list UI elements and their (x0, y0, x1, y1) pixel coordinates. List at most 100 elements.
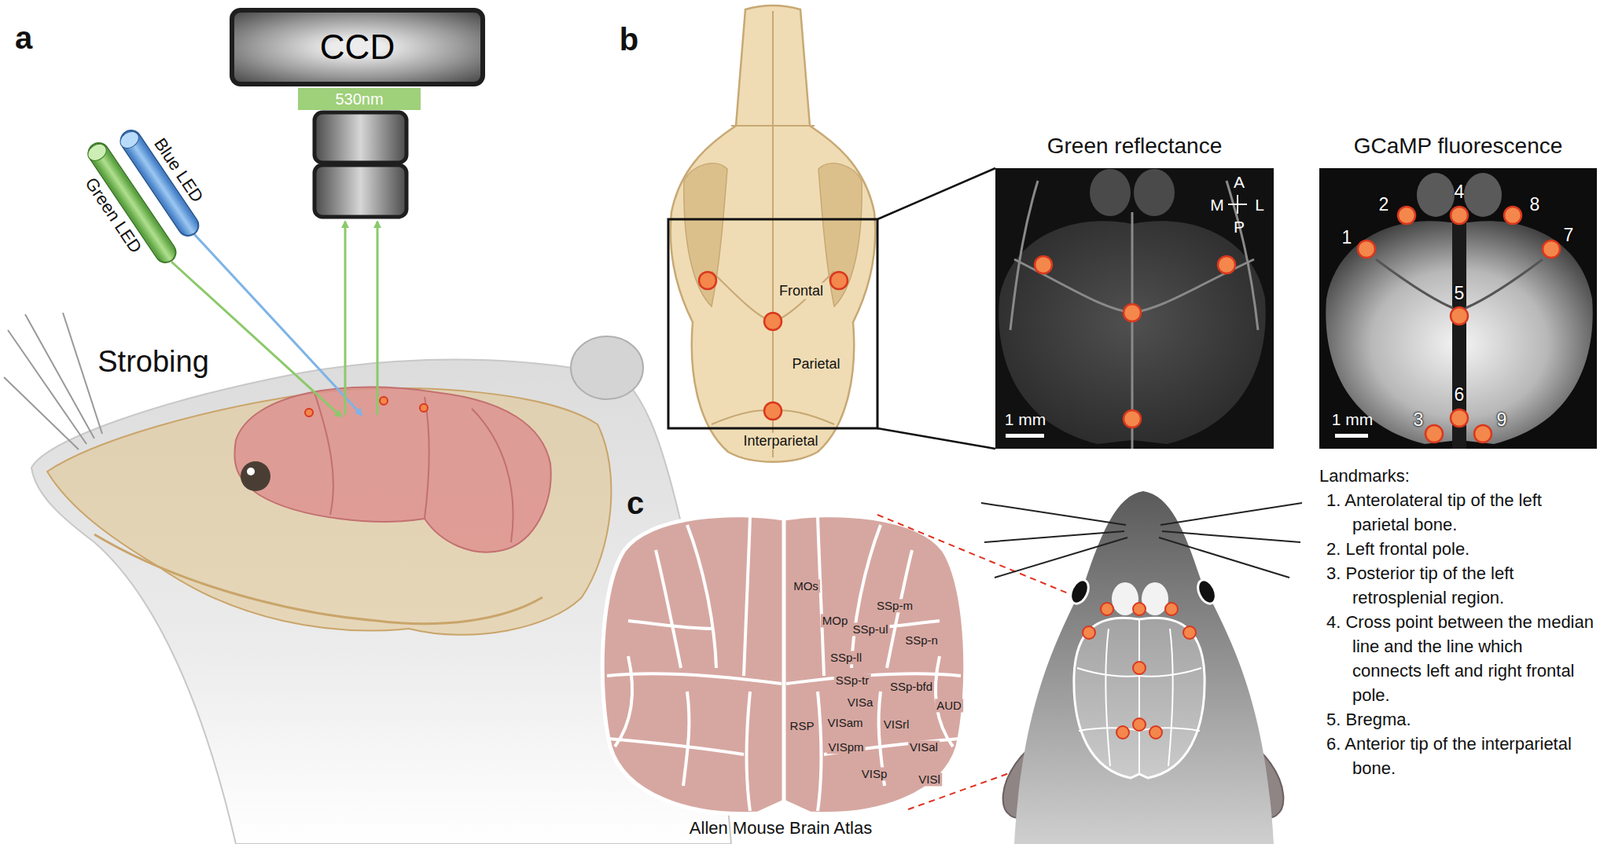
compass-letter: P (1233, 217, 1245, 237)
led-face (84, 139, 111, 165)
atlas-outline (602, 515, 966, 815)
box-label: 530nm (334, 90, 383, 109)
vessel (1375, 259, 1543, 309)
region-label: VISp (860, 767, 890, 781)
landmark-dot (1132, 603, 1146, 616)
skull-top-view (668, 5, 996, 463)
callout-number: 8 (1530, 194, 1541, 215)
region-label: SSp-ll (828, 651, 864, 665)
landmark-dot (1357, 240, 1376, 258)
landmark-dot (1217, 256, 1236, 274)
landmark-dot (1165, 603, 1178, 616)
image-ground (1319, 168, 1597, 449)
region-label: VISal (908, 740, 940, 755)
landmark-dot (764, 312, 782, 331)
list-item: 2. Left frontal pole. (1319, 537, 1597, 562)
skull-outline (670, 5, 876, 463)
brain-borders (1077, 619, 1202, 775)
orbit (684, 163, 728, 307)
compass-letter: A (1233, 172, 1245, 192)
olfactory-bulb (1089, 169, 1131, 217)
landmark-dot (1504, 206, 1522, 225)
callout-number: 7 (1563, 224, 1575, 246)
landmark-dot (1123, 304, 1141, 322)
landmark-dot (830, 272, 848, 290)
scale-bar (1005, 434, 1045, 438)
callout-number: 6 (1454, 384, 1465, 405)
mouse-eye (1066, 577, 1093, 607)
zoom-line (877, 428, 996, 449)
atlas-caption: Allen Mouse Brain Atlas (689, 818, 872, 839)
region-label: VISpm (826, 740, 865, 755)
caption-label: Strobing (97, 345, 210, 380)
light-ray (344, 221, 347, 416)
landmark-dot (698, 272, 717, 290)
lens (314, 112, 407, 163)
callout-number: 2 (1379, 194, 1390, 215)
atlas-borders (786, 516, 961, 812)
list-item: 1. Anterolateral tip of the left parieta… (1319, 488, 1597, 538)
led-label: Green LED (80, 173, 146, 258)
landmark-dot (1116, 726, 1130, 740)
landmark-dot (1100, 603, 1114, 616)
olfactory-bulb (1416, 172, 1455, 218)
region-border (817, 516, 824, 677)
callout-number: 9 (1497, 409, 1508, 431)
landmark-dot (1450, 307, 1468, 325)
list-item: 6. Anterior tip of the interparietal bon… (1319, 731, 1597, 781)
landmark-dot (1183, 626, 1196, 640)
landmark-dot (1132, 718, 1146, 732)
landmark-dot (1132, 662, 1146, 675)
scale-label: 1 mm (1331, 410, 1374, 430)
callout-number: 4 (1454, 181, 1465, 203)
compass-cross (1228, 194, 1247, 214)
landmark-dot (1082, 626, 1096, 640)
landmark-dot (1034, 256, 1052, 274)
image-panel: Green reflectance (995, 168, 1274, 449)
landmark-dot (1149, 726, 1163, 740)
led-face (116, 127, 143, 152)
region-label: SSp-bfd (888, 680, 935, 694)
brain-outline (1074, 617, 1205, 779)
region-label: SSp-m (875, 599, 915, 613)
callout-number: 5 (1454, 283, 1465, 304)
panel-letter: b (619, 21, 639, 58)
region-label: VISrl (882, 717, 912, 732)
region-label: SSp-n (903, 633, 940, 648)
landmark-dot (1450, 206, 1468, 225)
callout-number: 1 (1342, 227, 1353, 248)
zoom-line (877, 168, 996, 220)
region-border (817, 691, 822, 812)
box-label: CCD (320, 27, 395, 67)
fluorescence-image (1319, 168, 1597, 449)
filter-band: 530nm (297, 88, 421, 111)
list-item: 3. Posterior tip of the left retrospleni… (1319, 561, 1597, 611)
vessel (1010, 180, 1258, 449)
zoom-box (668, 219, 878, 429)
lens (314, 165, 407, 218)
image-content (998, 169, 1266, 449)
panel-title: GCaMP fluorescence (1303, 133, 1600, 159)
landmark-dot (305, 408, 313, 417)
region-label: RSP (788, 719, 817, 733)
brain-sulcus (314, 393, 514, 543)
panel-letter: a (14, 19, 33, 56)
region-label: VISl (916, 772, 942, 787)
region-label: MOp (820, 614, 850, 628)
image-panel: GCaMP fluorescence (1319, 168, 1597, 449)
region-label: AUD (934, 698, 964, 713)
bone-label: Interparietal (741, 433, 820, 450)
image-content (1325, 172, 1593, 449)
whiskers (3, 312, 103, 450)
landmark-dot (1542, 240, 1560, 258)
landmark-dot (1123, 410, 1141, 428)
orbit (818, 163, 862, 307)
panel-letter: c (626, 485, 644, 522)
atlas-borders (606, 516, 782, 812)
olfactory-bulb (1133, 169, 1175, 217)
light-ray (171, 261, 342, 417)
landmark-dot (419, 404, 428, 412)
region-label: MOs (791, 579, 821, 593)
compass-letter: M (1210, 195, 1225, 215)
